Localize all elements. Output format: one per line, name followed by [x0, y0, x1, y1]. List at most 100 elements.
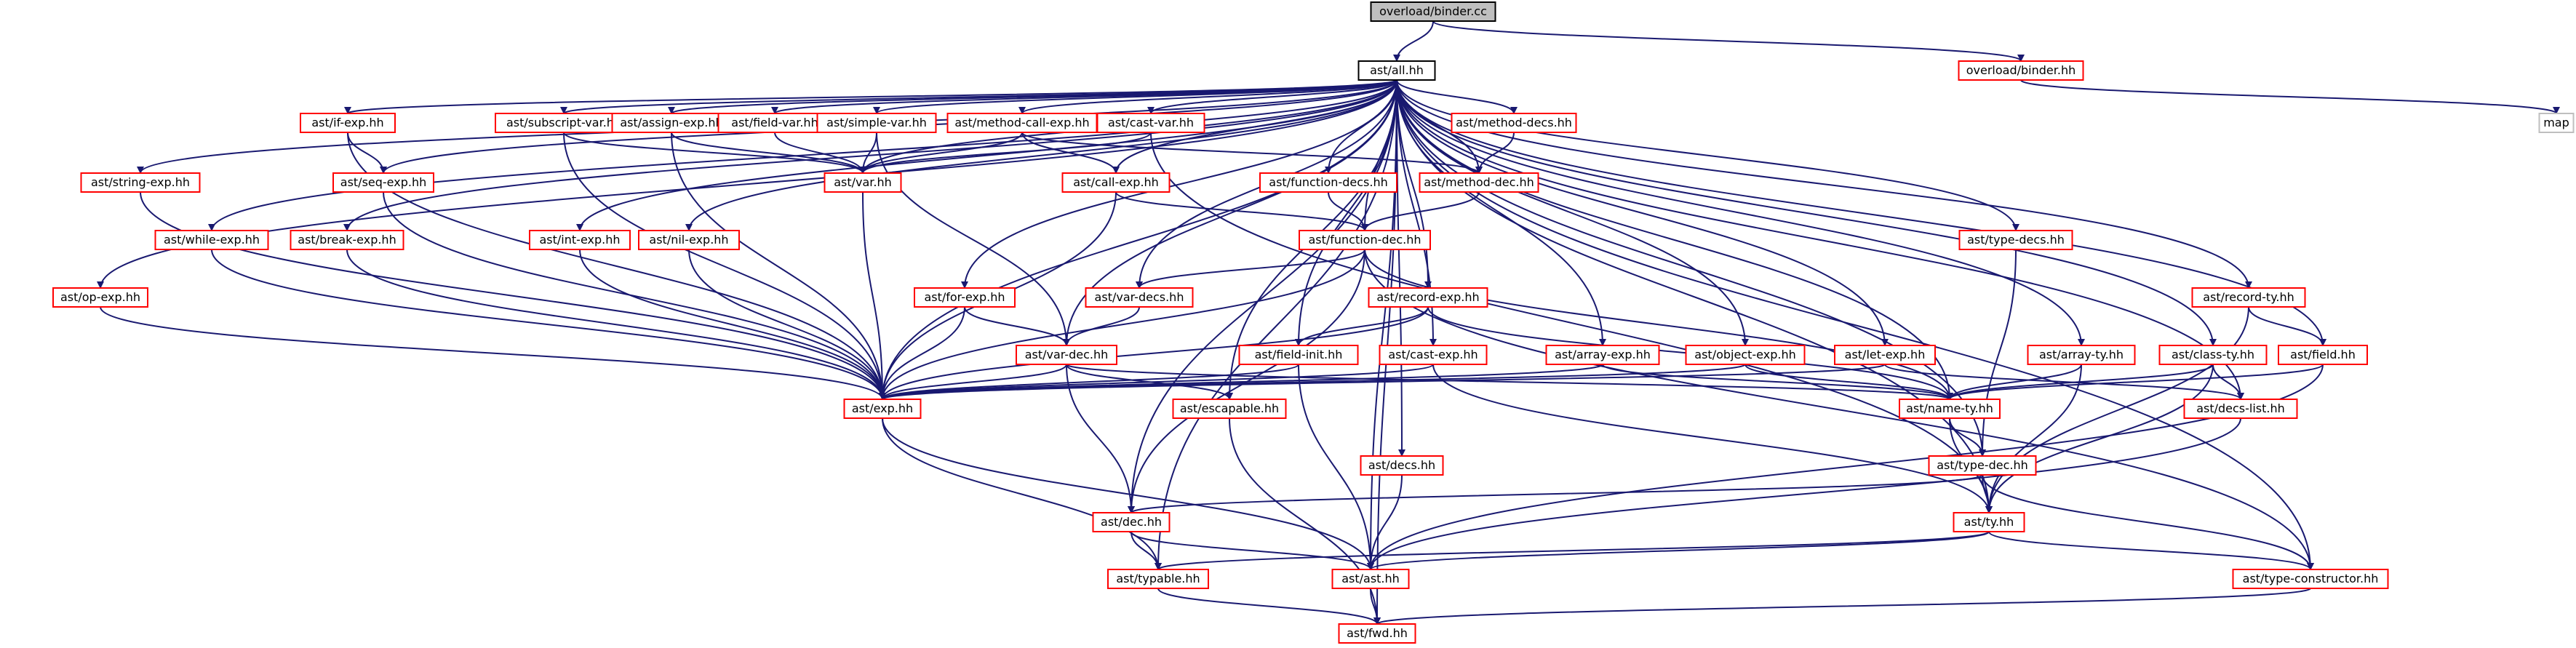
node-label: ast/field.hh: [2290, 348, 2356, 361]
graph-node-assign-exp[interactable]: ast/assign-exp.hh: [611, 113, 732, 133]
node-box: [1357, 60, 1436, 81]
node-box: [1379, 345, 1488, 365]
graph-node-while-exp[interactable]: ast/while-exp.hh: [154, 230, 269, 250]
graph-node-decs-list[interactable]: ast/decs-list.hh: [2183, 399, 2298, 419]
edge-binder-cc-to-all: [1393, 20, 1434, 62]
edge-all-to-type-dec: [1396, 79, 1986, 457]
edge-dec-to-typable: [1131, 531, 1162, 570]
graph-node-type-dec[interactable]: ast/type-dec.hh: [1928, 455, 2037, 476]
edge-if-exp-to-seq-exp: [347, 132, 387, 174]
graph-node-break-exp[interactable]: ast/break-exp.hh: [290, 230, 404, 250]
graph-node-cast-var[interactable]: ast/cast-var.hh: [1096, 113, 1205, 133]
edge-cast-var-to-ty: [1150, 132, 1993, 513]
node-box: [1172, 399, 1287, 419]
graph-node-if-exp[interactable]: ast/if-exp.hh: [300, 113, 396, 133]
node-box: [1958, 60, 2084, 81]
node-label: ast/record-ty.hh: [2203, 290, 2294, 304]
graph-node-type-constructor[interactable]: ast/type-constructor.hh: [2232, 569, 2389, 589]
edge-var-dec-to-exp: [879, 364, 1067, 400]
edge-subscript-var-to-exp: [563, 132, 886, 400]
graph-node-all[interactable]: ast/all.hh: [1357, 60, 1436, 81]
node-label: ast/string-exp.hh: [91, 175, 190, 189]
graph-node-op-exp[interactable]: ast/op-exp.hh: [52, 287, 148, 308]
graph-node-array-exp[interactable]: ast/array-exp.hh: [1545, 345, 1660, 365]
node-box: [80, 172, 201, 193]
node-label: ast/method-call-exp.hh: [954, 116, 1089, 129]
graph-node-for-exp[interactable]: ast/for-exp.hh: [914, 287, 1016, 308]
edge-method-decs-to-method-dec: [1475, 132, 1515, 174]
edge-all-to-simple-var: [873, 79, 1397, 114]
graph-node-method-decs[interactable]: ast/method-decs.hh: [1451, 113, 1577, 133]
graph-node-field[interactable]: ast/field.hh: [2278, 345, 2368, 365]
node-label: ast/name-ty.hh: [1906, 401, 1993, 415]
node-label: ast/type-constructor.hh: [2243, 572, 2379, 585]
node-label: ast/exp.hh: [852, 401, 913, 415]
edge-field-init-to-exp: [879, 364, 1299, 400]
graph-node-var-decs[interactable]: ast/var-decs.hh: [1085, 287, 1194, 308]
graph-node-var-dec[interactable]: ast/var-dec.hh: [1016, 345, 1117, 365]
node-box: [1451, 113, 1577, 133]
graph-node-field-var[interactable]: ast/field-var.hh: [717, 113, 832, 133]
edge-class-ty-to-name-ty: [1946, 364, 2214, 400]
graph-node-ast[interactable]: ast/ast.hh: [1331, 569, 1410, 589]
edge-all-to-while-exp: [208, 79, 1397, 231]
graph-node-exp[interactable]: ast/exp.hh: [843, 399, 922, 419]
edges-layer: [97, 20, 2560, 625]
graph-node-let-exp[interactable]: ast/let-exp.hh: [1834, 345, 1936, 365]
edge-method-call-exp-to-call-exp: [1021, 132, 1120, 174]
graph-node-var[interactable]: ast/var.hh: [824, 172, 902, 193]
graph-node-function-decs[interactable]: ast/function-decs.hh: [1259, 172, 1397, 193]
node-box: [1259, 172, 1397, 193]
graph-node-string-exp[interactable]: ast/string-exp.hh: [80, 172, 201, 193]
graph-node-ty[interactable]: ast/ty.hh: [1953, 512, 2025, 532]
node-label: ast/ty.hh: [1964, 515, 2014, 529]
graph-node-record-ty[interactable]: ast/record-ty.hh: [2191, 287, 2306, 308]
graph-node-dec[interactable]: ast/dec.hh: [1092, 512, 1171, 532]
graph-node-array-ty[interactable]: ast/array-ty.hh: [2027, 345, 2136, 365]
node-box: [1085, 287, 1194, 308]
graph-node-type-decs[interactable]: ast/type-decs.hh: [1958, 230, 2073, 250]
graph-node-class-ty[interactable]: ast/class-ty.hh: [2158, 345, 2268, 365]
graph-node-method-dec[interactable]: ast/method-dec.hh: [1419, 172, 1539, 193]
edge-int-exp-to-exp: [579, 249, 886, 400]
edge-dec-to-ast: [1131, 531, 1374, 570]
graph-node-call-exp[interactable]: ast/call-exp.hh: [1061, 172, 1171, 193]
edge-all-to-dec: [1128, 79, 1397, 513]
graph-node-escapable[interactable]: ast/escapable.hh: [1172, 399, 1287, 419]
node-label: ast/method-dec.hh: [1424, 175, 1534, 189]
graph-node-decs[interactable]: ast/decs.hh: [1360, 455, 1444, 476]
edge-decs-to-ast: [1367, 474, 1403, 570]
graph-node-fwd[interactable]: ast/fwd.hh: [1338, 623, 1416, 644]
graph-node-seq-exp[interactable]: ast/seq-exp.hh: [332, 172, 434, 193]
nodes-layer: overload/binder.cc ast/all.hh overload/bin…: [52, 1, 2575, 644]
edge-method-dec-to-function-dec: [1361, 191, 1480, 231]
graph-node-typable[interactable]: ast/typable.hh: [1107, 569, 1209, 589]
graph-node-name-ty[interactable]: ast/name-ty.hh: [1899, 399, 2001, 419]
edge-field-init-to-ast: [1298, 364, 1374, 570]
graph-node-int-exp[interactable]: ast/int-exp.hh: [529, 230, 631, 250]
graph-node-cast-exp[interactable]: ast/cast-exp.hh: [1379, 345, 1488, 365]
graph-node-function-dec[interactable]: ast/function-dec.hh: [1299, 230, 1431, 250]
graph-node-method-call-exp[interactable]: ast/method-call-exp.hh: [946, 113, 1098, 133]
graph-node-binder-hh[interactable]: overload/binder.hh: [1958, 60, 2084, 81]
edge-all-to-class-ty: [1396, 79, 2217, 346]
node-box: [52, 287, 148, 308]
node-label: ast/var-dec.hh: [1025, 348, 1109, 361]
graph-node-object-exp[interactable]: ast/object-exp.hh: [1685, 345, 1806, 365]
graph-node-simple-var[interactable]: ast/simple-var.hh: [816, 113, 937, 133]
edge-for-exp-to-exp: [879, 306, 965, 400]
edge-object-exp-to-name-ty: [1744, 364, 1953, 400]
edge-op-exp-to-exp: [100, 306, 886, 400]
edge-assign-exp-to-var: [671, 132, 866, 174]
graph-node-record-exp[interactable]: ast/record-exp.hh: [1368, 287, 1488, 308]
edge-binder-hh-to-map: [2020, 79, 2560, 114]
graph-node-field-init[interactable]: ast/field-init.hh: [1238, 345, 1359, 365]
node-label: ast/assign-exp.hh: [620, 116, 722, 129]
edge-class-ty-to-ty: [1985, 364, 2214, 513]
graph-node-nil-exp[interactable]: ast/nil-exp.hh: [638, 230, 740, 250]
edge-all-to-call-exp: [1112, 79, 1397, 174]
node-label: ast/method-decs.hh: [1456, 116, 1572, 129]
graph-node-subscript-var[interactable]: ast/subscript-var.hh: [495, 113, 633, 133]
node-box: [1419, 172, 1539, 193]
graph-node-binder-cc[interactable]: overload/binder.cc: [1370, 1, 1496, 22]
